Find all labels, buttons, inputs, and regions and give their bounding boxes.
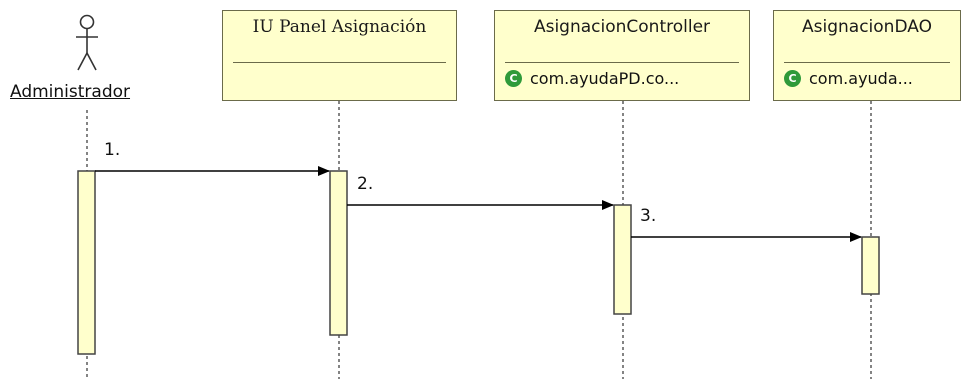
- lifeline-package: C com.ayuda...: [784, 69, 913, 88]
- separator: [784, 62, 950, 63]
- actor-stick-figure-icon: [76, 14, 98, 71]
- package-name: com.ayudaPD.co...: [530, 69, 680, 88]
- activation-iu-panel: [329, 170, 348, 336]
- lifeline-box-controller[interactable]: AsignacionController C com.ayudaPD.co...: [494, 10, 750, 101]
- class-icon: C: [505, 70, 522, 87]
- activation-controller: [613, 204, 632, 315]
- message-label-1: 1.: [104, 140, 121, 160]
- lifeline-title: IU Panel Asignación: [252, 17, 427, 37]
- lifeline-package: C com.ayudaPD.co...: [505, 69, 679, 88]
- actor-label: Administrador: [10, 82, 131, 102]
- lifeline-title: AsignacionDAO: [802, 17, 932, 37]
- message-label-3: 3.: [640, 206, 657, 226]
- separator: [233, 62, 446, 63]
- lifeline-box-dao[interactable]: AsignacionDAO C com.ayuda...: [773, 10, 961, 101]
- package-name: com.ayuda...: [809, 69, 913, 88]
- activation-administrador: [77, 170, 96, 355]
- lifeline-box-iu-panel[interactable]: IU Panel Asignación: [222, 10, 457, 101]
- activation-dao: [861, 236, 880, 295]
- lifeline-title: AsignacionController: [533, 17, 711, 37]
- message-label-2: 2.: [357, 174, 374, 194]
- separator: [505, 62, 739, 63]
- class-icon: C: [784, 70, 801, 87]
